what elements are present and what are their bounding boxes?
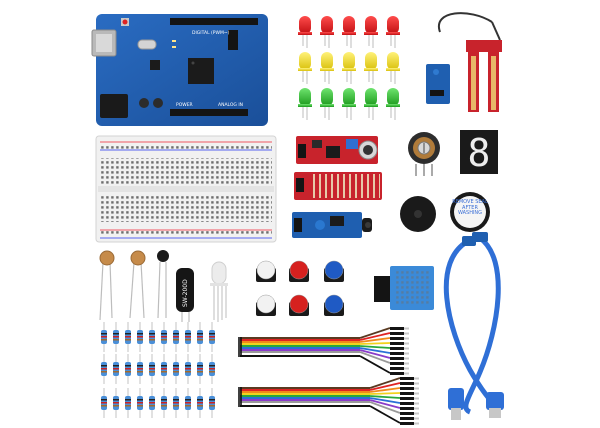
soil-moisture-sensor	[426, 12, 502, 112]
led-icon	[386, 88, 400, 120]
wire-icon	[238, 395, 370, 397]
seven-segment-display: 8	[460, 130, 498, 175]
resistor-icon	[101, 354, 107, 384]
wire-icon	[238, 339, 360, 341]
led-icon	[342, 88, 356, 120]
resistor-icon	[209, 354, 215, 384]
resistor-icon	[113, 354, 119, 384]
wire-icon	[238, 351, 360, 353]
resistor-icon	[197, 388, 203, 418]
wire-icon	[238, 403, 370, 405]
dht11-sensor	[374, 266, 434, 310]
resistor-icon	[137, 388, 143, 418]
resistor-icon	[197, 354, 203, 384]
wire-icon	[238, 399, 370, 401]
resistor-icon	[197, 322, 203, 352]
active-buzzer	[400, 196, 436, 232]
button-icon	[256, 260, 276, 282]
wire-icon	[238, 341, 360, 343]
passive-buzzer	[450, 192, 490, 232]
resistor-icon	[173, 322, 179, 352]
resistor-icon	[101, 322, 107, 352]
led-icon	[386, 16, 400, 48]
wire-icon	[238, 349, 360, 351]
resistor-icon	[185, 388, 191, 418]
resistor-icon	[209, 388, 215, 418]
led-icon	[386, 52, 400, 84]
resistor-icon	[101, 388, 107, 418]
wire-icon	[238, 355, 360, 357]
push-buttons	[256, 260, 344, 316]
dupont-jumper-wires	[238, 327, 419, 425]
wire-icon	[238, 393, 370, 395]
led-icon	[298, 88, 312, 120]
led-icon	[364, 16, 378, 48]
photoresistors	[99, 250, 169, 321]
breadboard	[95, 135, 277, 243]
resistor-icon	[125, 354, 131, 384]
water-level-sensor	[294, 172, 382, 200]
wire-icon	[238, 337, 360, 339]
button-icon	[256, 294, 276, 316]
sound-sensor-module	[296, 136, 378, 164]
led-icon	[298, 16, 312, 48]
resistor-icon	[113, 322, 119, 352]
resistors	[101, 322, 215, 418]
resistor-icon	[149, 354, 155, 384]
button-icon	[324, 260, 344, 282]
wire-icon	[238, 347, 360, 349]
led-icon	[364, 52, 378, 84]
wire-icon	[238, 387, 370, 389]
button-icon	[289, 294, 309, 316]
potentiometer	[408, 132, 440, 176]
resistor-icon	[209, 322, 215, 352]
button-icon	[324, 294, 344, 316]
led-grid	[298, 16, 400, 120]
led-icon	[320, 52, 334, 84]
resistor-icon	[113, 388, 119, 418]
resistor-icon	[125, 322, 131, 352]
led-icon	[364, 88, 378, 120]
tilt-switch: SW-200D	[176, 268, 194, 322]
ir-receiver-module	[292, 212, 372, 238]
wire-icon	[238, 401, 370, 403]
resistor-icon	[173, 354, 179, 384]
board-silk-power: POWER	[176, 102, 193, 108]
wire-icon	[238, 391, 370, 393]
resistor-icon	[137, 322, 143, 352]
rgb-led	[210, 261, 228, 322]
board-silk-analog: ANALOG IN	[218, 102, 243, 108]
wire-icon	[238, 405, 370, 407]
wire-icon	[238, 397, 370, 399]
resistor-icon	[137, 354, 143, 384]
resistor-icon	[161, 354, 167, 384]
resistor-icon	[149, 388, 155, 418]
resistor-icon	[161, 322, 167, 352]
resistor-icon	[185, 354, 191, 384]
resistor-icon	[185, 322, 191, 352]
resistor-icon	[149, 322, 155, 352]
led-icon	[342, 52, 356, 84]
seven-seg-digit: 8	[468, 131, 491, 175]
led-icon	[320, 88, 334, 120]
led-icon	[342, 16, 356, 48]
wire-icon	[238, 389, 370, 391]
usb-cable	[443, 232, 504, 420]
board-silk-digital: DIGITAL (PWM~)	[192, 30, 230, 36]
wire-icon	[238, 343, 360, 345]
led-icon	[298, 52, 312, 84]
resistor-icon	[125, 388, 131, 418]
uno-board: DIGITAL (PWM~) POWER ANALOG IN	[91, 14, 268, 126]
led-icon	[320, 16, 334, 48]
button-icon	[289, 260, 309, 282]
resistor-icon	[173, 388, 179, 418]
tilt-label: SW-200D	[182, 279, 189, 307]
wire-icon	[238, 345, 360, 347]
wire-icon	[238, 353, 360, 355]
resistor-icon	[161, 388, 167, 418]
